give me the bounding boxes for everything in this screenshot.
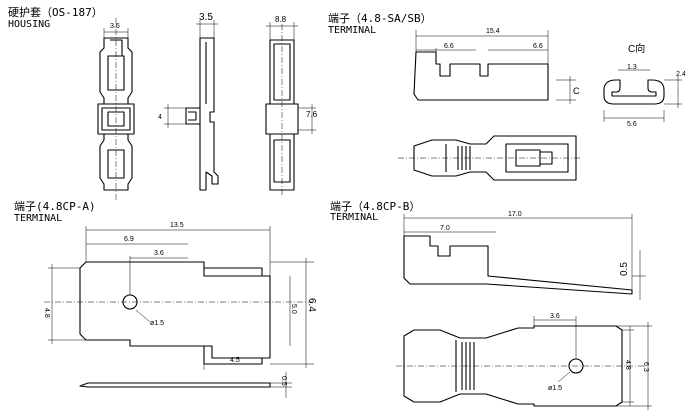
terminal-cp-a-subtitle: TERMINAL [14,213,63,224]
terminal-sa-sb-title: 端子（4.8-SA/SB） [328,12,432,25]
dim-cview-top: 1.3 [627,64,637,71]
housing-side-view: 3.5 4 [158,12,219,191]
dim-b-hole: 3.6 [550,313,560,320]
dim-housing-slot: 4 [158,114,162,121]
dim-housing-width: 3.6 [110,23,120,30]
dim-a-hole: 3.6 [154,250,164,257]
terminal-sa-top-view [398,135,582,181]
dim-sa-left: 6.6 [444,43,454,50]
dim-b-length: 17.0 [508,211,522,218]
view-label: C向 [628,42,645,55]
dim-b-width: 4.8 [624,360,631,370]
dim-a-tab: 4.5 [230,357,240,364]
terminal-sa-sb-subtitle: TERMINAL [328,25,377,36]
housing-subtitle: HOUSING [8,19,51,30]
dim-housing-height: 7.6 [306,110,318,119]
terminal-cp-b-top-view: 3.6 ø1.5 4.8 6.3 [396,313,652,410]
dim-b-outer: 6.3 [642,362,649,372]
dim-b-offset: 7.0 [440,225,450,232]
dim-a-hole-dia: ø1.5 [150,320,164,327]
dim-a-outer: 6.4 [306,298,317,312]
dim-cview-height: 2.4 [676,71,686,78]
dim-sa-length: 15.4 [486,28,500,35]
dim-a-inner: 5.0 [290,304,297,314]
dim-sa-right: 6.6 [533,43,543,50]
dim-a-length: 13.5 [170,222,184,229]
dim-a-offset: 6.9 [124,236,134,243]
housing-front-view: 3.6 [97,18,135,200]
dim-housing-side: 3.5 [199,12,213,23]
dim-a-thick: 0.5 [280,376,287,386]
terminal-cp-b-title: 端子（4.8CP-B） [330,200,421,213]
dim-b-hole-dia: ø1.5 [548,385,562,392]
terminal-cp-a-top-view: 13.5 6.9 3.6 ø1.5 4.8 5.0 6.4 4.5 [43,222,317,370]
terminal-cp-a-side-view: 0.5 [79,372,292,398]
terminal-cp-a-title: 端子(4.8CP-A) [14,200,96,213]
dim-b-thick: 0.5 [619,262,630,276]
housing-title: 硬护套（OS-187） [8,6,103,19]
terminal-cp-b-subtitle: TERMINAL [330,212,379,223]
dim-housing-end: 8.8 [275,15,287,24]
section-marker: C [573,86,580,96]
c-direction-view: C向 1.3 2.4 5.6 [603,42,686,128]
terminal-sa-side-view: 15.4 6.6 6.6 C [413,28,580,104]
terminal-cp-b-side-view: 17.0 7.0 0.5 [403,211,646,300]
dim-a-width: 4.8 [43,308,50,318]
dim-cview-width: 5.6 [627,121,637,128]
housing-end-view: 8.8 7.6 [265,15,318,196]
